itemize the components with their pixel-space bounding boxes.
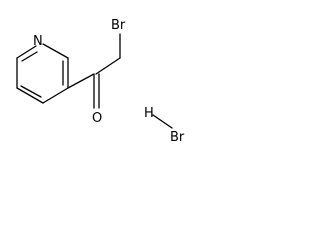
atom-label-h: H <box>144 106 154 121</box>
atom-label-o: O <box>92 111 102 126</box>
ring-inner-double-bond <box>20 85 42 98</box>
ring-bond-c6-n <box>16 45 37 59</box>
chemical-structure-diagram: Br N O H Br <box>16 18 185 145</box>
atom-label-br-hbr: Br <box>170 130 185 145</box>
ring-bond-c3-c4 <box>42 87 69 104</box>
bond-ring-carbonyl <box>67 73 95 89</box>
ring-bond-n-c2 <box>42 43 69 59</box>
atom-label-br-top: Br <box>111 18 126 33</box>
atom-label-n: N <box>33 34 43 49</box>
ring-bond-c4-c5 <box>16 87 44 104</box>
bromoacetyl-chain <box>67 33 121 109</box>
bond-h-br <box>152 114 173 129</box>
ring-inner-double-bond <box>21 51 38 62</box>
pyridine-ring <box>16 43 69 104</box>
bond-carbonyl-ch2 <box>95 57 121 75</box>
